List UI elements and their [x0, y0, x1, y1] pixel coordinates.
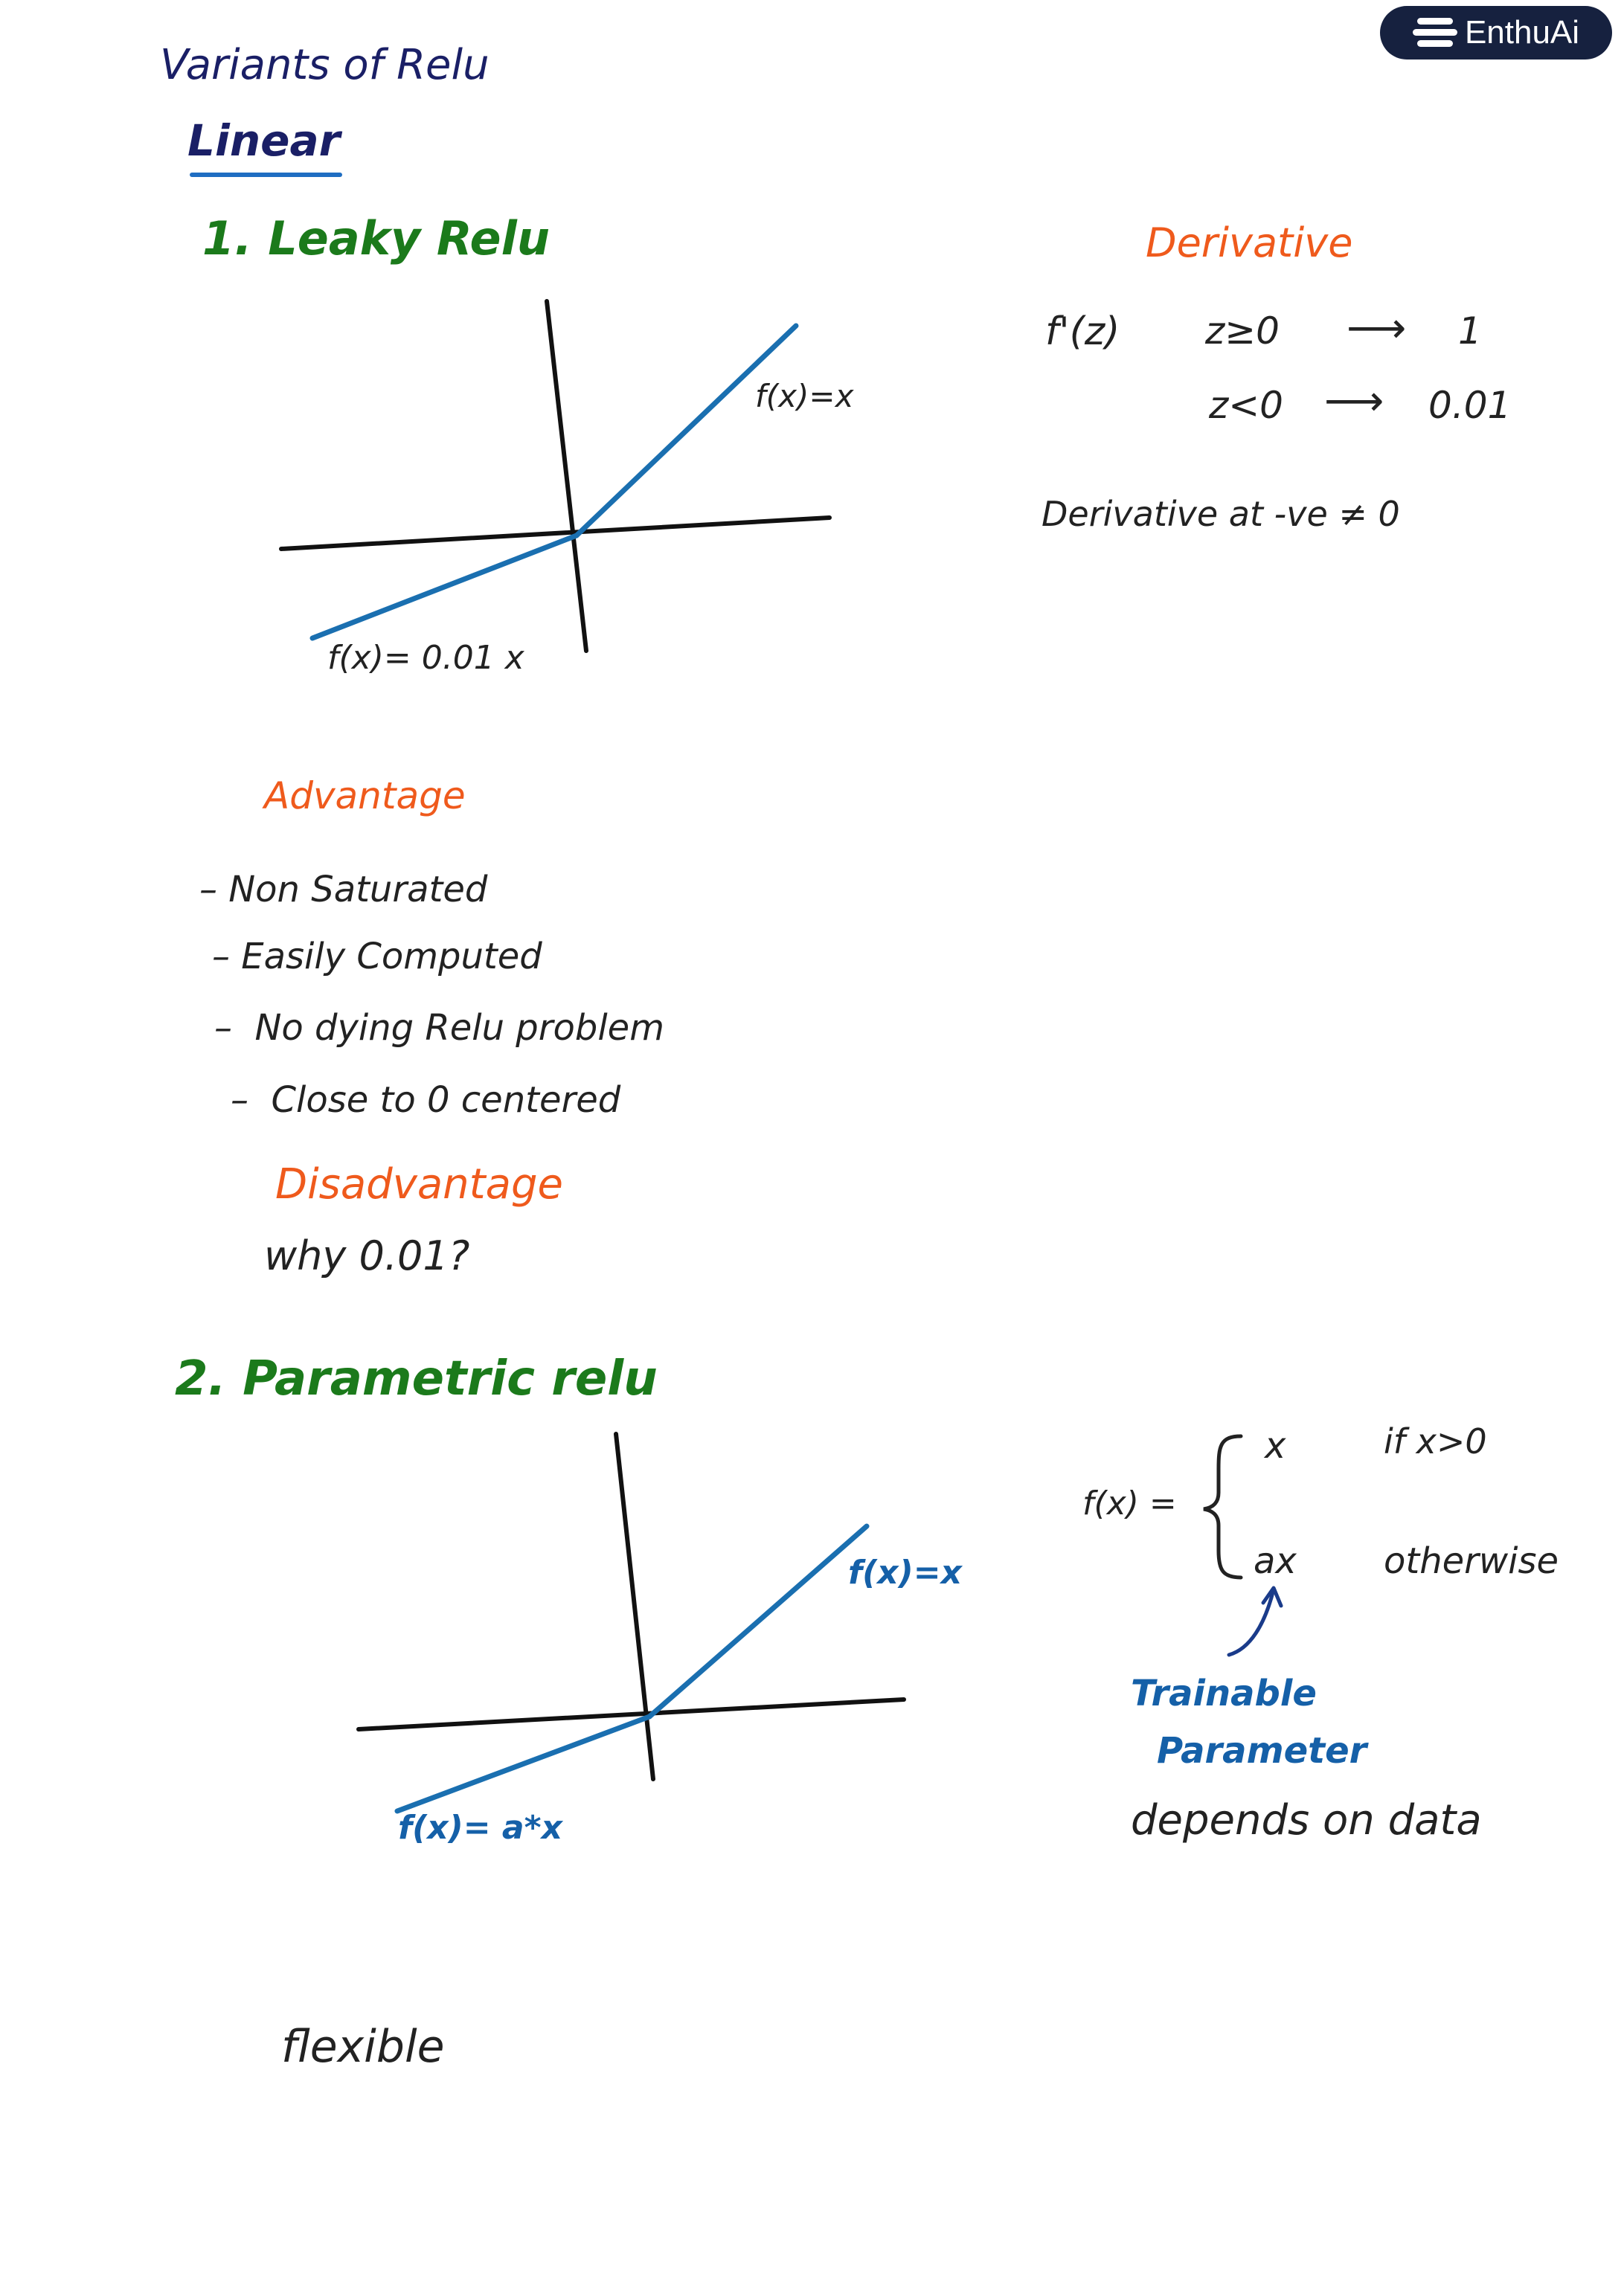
parametric-relu-graph — [356, 1432, 906, 1814]
derivative-fn: f'(z) — [1045, 309, 1120, 354]
parametric-case1-expr: x — [1265, 1425, 1286, 1467]
parametric-case2-expr: ax — [1254, 1540, 1297, 1582]
advantage-item-2: – Easily Computed — [212, 936, 542, 977]
derivative-case1-condition: z≥0 — [1205, 309, 1280, 353]
parametric-negative-line — [394, 1714, 652, 1814]
page-title: Variants of Relu — [160, 41, 490, 89]
trainable-note-line3: depends on data — [1131, 1796, 1482, 1845]
advantage-item-3: – No dying Relu problem — [214, 1007, 664, 1049]
disadvantage-text: why 0.01? — [264, 1232, 470, 1279]
parametric-case1-condition: if x>0 — [1384, 1421, 1487, 1461]
parametric-fn-lhs: f(x) = — [1082, 1485, 1177, 1522]
curly-brace-icon — [1203, 1434, 1243, 1580]
parametric-negative-label: f(x)= a*x — [398, 1809, 563, 1847]
advantage-item-4: – Close to 0 centered — [231, 1079, 621, 1121]
enthuai-brand-badge: EnthuAi — [1380, 6, 1612, 60]
parametric-x-axis — [356, 1697, 906, 1731]
subtitle-underline — [190, 173, 342, 177]
page-subtitle: Linear — [187, 115, 341, 166]
derivative-heading: Derivative — [1146, 219, 1353, 266]
leaky-positive-line — [574, 323, 799, 538]
derivative-case1-value: 1 — [1458, 309, 1482, 353]
parametric-positive-line — [646, 1523, 870, 1720]
parametric-relu-heading: 2. Parametric relu — [175, 1351, 658, 1406]
leaky-x-axis — [279, 515, 832, 551]
leaky-negative-line — [309, 533, 580, 641]
derivative-case2-value: 0.01 — [1428, 384, 1512, 427]
leaky-negative-label: f(x)= 0.01 x — [327, 639, 524, 677]
advantage-item-1: – Non Saturated — [199, 869, 488, 910]
parametric-positive-label: f(x)=x — [848, 1554, 962, 1592]
leaky-positive-label: f(x)=x — [755, 378, 854, 414]
arrow-up-icon — [1227, 1586, 1283, 1657]
enthuai-logo-icon — [1412, 18, 1457, 48]
derivative-note: Derivative at -ve ≠ 0 — [1042, 494, 1400, 534]
leaky-relu-heading: 1. Leaky Relu — [202, 211, 550, 266]
derivative-case1-arrow: ⟶ — [1347, 304, 1407, 353]
leaky-y-axis — [545, 299, 588, 653]
derivative-case2-condition: z<0 — [1209, 384, 1283, 427]
leaky-relu-graph — [279, 299, 832, 653]
derivative-case2-arrow: ⟶ — [1324, 377, 1384, 425]
flexible-note: flexible — [281, 2021, 445, 2073]
disadvantage-heading: Disadvantage — [275, 1160, 563, 1209]
trainable-note-line1: Trainable — [1131, 1673, 1317, 1714]
parametric-y-axis — [614, 1432, 655, 1781]
parametric-case2-condition: otherwise — [1384, 1540, 1559, 1582]
advantage-heading: Advantage — [264, 774, 466, 817]
brand-name: EnthuAi — [1464, 14, 1580, 51]
trainable-note-line2: Parameter — [1157, 1730, 1367, 1772]
